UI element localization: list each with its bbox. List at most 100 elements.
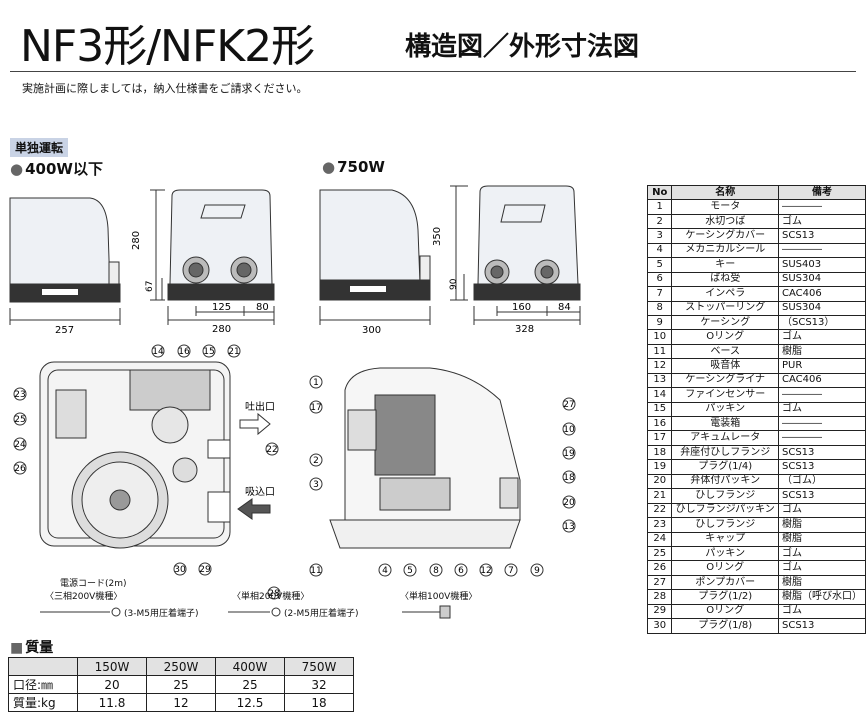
svg-text:7: 7 <box>508 566 514 576</box>
part-name: 電装箱 <box>671 415 779 432</box>
cord-1phase200-terminal: (2-M5用圧着端子) <box>284 609 359 619</box>
part-no: 12 <box>646 358 673 374</box>
part-no: 6 <box>646 271 673 288</box>
dim-400w-depth: 280 <box>212 324 231 335</box>
callout-27: 27 <box>562 397 576 411</box>
callout-15: 15 <box>202 344 216 358</box>
callout-21: 21 <box>227 344 241 358</box>
part-no: 26 <box>646 560 673 576</box>
part-name: パッキン <box>671 545 779 562</box>
mass-row-bore: 口径:㎜ 20 25 25 32 <box>8 675 354 694</box>
svg-text:17: 17 <box>310 403 321 413</box>
mass-cell: 32 <box>284 675 354 694</box>
part-remark: 樹脂 <box>777 574 866 591</box>
callout-23: 23 <box>13 387 27 401</box>
svg-text:24: 24 <box>14 440 26 450</box>
spec-note: 実施計画に際しましては，納入仕様書をご請求ください。 <box>22 82 308 95</box>
part-no: 17 <box>646 430 673 446</box>
dim-400w-width: 257 <box>55 325 74 336</box>
dim-750w-depth: 328 <box>515 324 534 335</box>
part-name: 吸音体 <box>671 358 779 374</box>
part-remark: ゴム <box>777 401 866 418</box>
svg-text:19: 19 <box>563 449 575 459</box>
dim-750w-width: 300 <box>362 325 381 336</box>
col-name: 名称 <box>671 184 779 201</box>
part-name: ベース <box>671 343 779 360</box>
part-no: 4 <box>646 242 673 259</box>
svg-text:10: 10 <box>563 425 575 435</box>
callout-20: 20 <box>562 495 576 509</box>
mass-cell: 12.5 <box>215 693 285 712</box>
part-remark: SUS304 <box>777 300 866 316</box>
part-no: 29 <box>646 603 673 620</box>
part-no: 5 <box>646 257 673 273</box>
view-label-400w: 400W以下 <box>10 158 103 179</box>
part-name: キャップ <box>671 531 779 547</box>
part-name: プラグ(1/2) <box>671 589 779 605</box>
part-name: Oリング <box>671 560 779 576</box>
part-remark: ―――― <box>777 387 866 403</box>
part-name: ケーシングカバー <box>671 228 779 244</box>
part-name: パッキン <box>671 401 779 418</box>
mass-row-label: 質量:kg <box>8 693 78 712</box>
part-no: 18 <box>646 444 673 461</box>
outlet-label: 吐出口 <box>245 400 275 413</box>
part-no: 23 <box>646 517 673 533</box>
mass-cell: 25 <box>215 675 285 694</box>
svg-text:28: 28 <box>268 589 280 599</box>
cord-1phase200-model: 〈単相200V機種〉 <box>232 592 310 602</box>
callout-12: 12 <box>479 563 493 577</box>
mass-row-weight: 質量:kg 11.8 12 12.5 18 <box>8 693 354 712</box>
svg-text:6: 6 <box>458 566 464 576</box>
part-remark: ―――― <box>777 242 866 259</box>
callout-13: 13 <box>562 519 576 533</box>
part-no: 16 <box>646 415 673 432</box>
callout-3: 3 <box>309 477 323 491</box>
part-name: モータ <box>671 199 779 215</box>
part-remark: 樹脂（呼び水口） <box>777 589 866 605</box>
svg-text:13: 13 <box>563 522 574 532</box>
dim-400w-span: 125 <box>212 302 231 313</box>
callout-5: 5 <box>403 563 417 577</box>
part-no: 9 <box>646 314 673 331</box>
svg-text:9: 9 <box>534 566 540 576</box>
part-no: 1 <box>646 199 673 215</box>
cord-3phase-model: 〈三相200V機種〉 <box>45 592 123 602</box>
part-remark: SCS13 <box>777 444 866 461</box>
part-name: ケーシング <box>671 314 779 331</box>
part-name: メカニカルシール <box>671 242 779 259</box>
svg-text:14: 14 <box>152 347 164 357</box>
dim-750w-side: 84 <box>558 302 571 313</box>
callout-19: 19 <box>562 446 576 460</box>
svg-text:25: 25 <box>14 415 25 425</box>
mass-row-label: 口径:㎜ <box>8 675 78 694</box>
svg-text:26: 26 <box>14 464 26 474</box>
callout-26: 26 <box>13 461 27 475</box>
svg-text:21: 21 <box>228 347 239 357</box>
cord-1phase100-model: 〈単相100V機種〉 <box>400 592 478 602</box>
part-no: 10 <box>646 329 673 345</box>
page-subtitle: 構造図／外形寸法図 <box>405 32 640 62</box>
callout-6: 6 <box>454 563 468 577</box>
part-remark: ゴム <box>777 560 866 576</box>
part-no: 27 <box>646 574 673 591</box>
svg-text:23: 23 <box>14 390 25 400</box>
part-no: 30 <box>646 618 673 634</box>
part-remark: SCS13 <box>777 618 866 634</box>
mass-table: 150W 250W 400W 750W 口径:㎜ 20 25 25 32 質量:… <box>8 657 354 712</box>
